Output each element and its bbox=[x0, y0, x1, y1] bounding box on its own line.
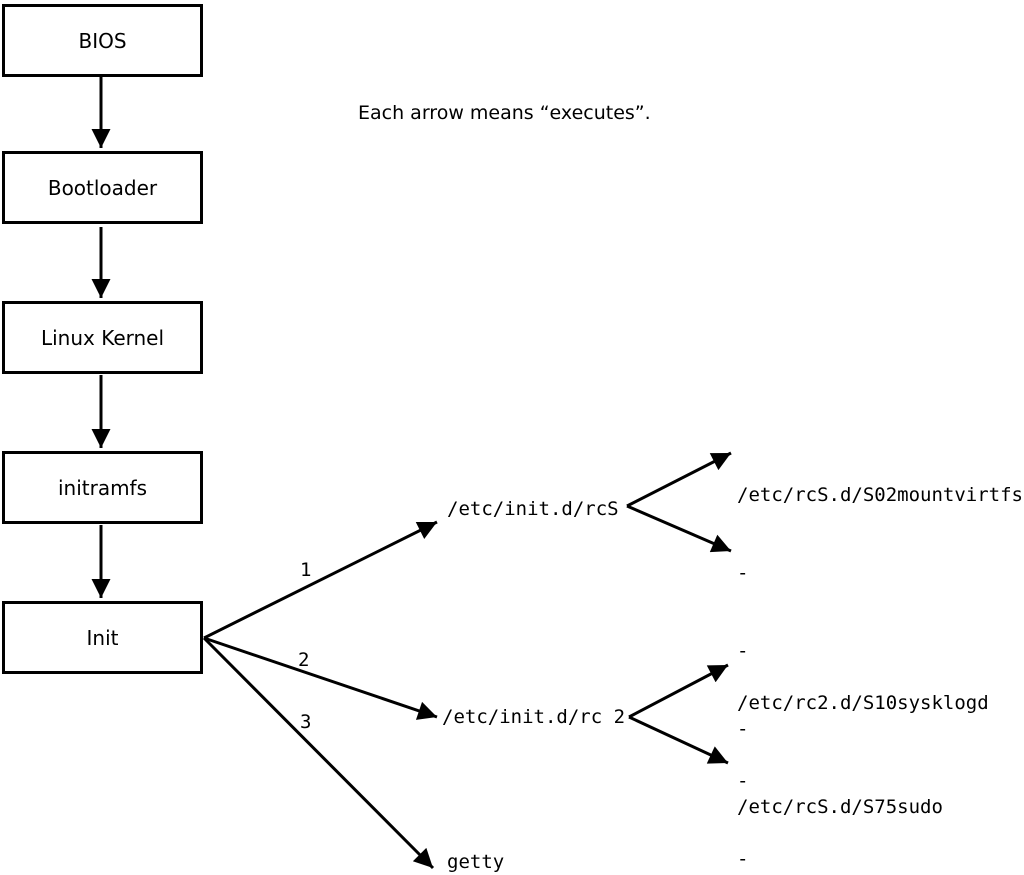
branch-target-rcs: /etc/init.d/rcS bbox=[447, 498, 619, 520]
flow-node-label: initramfs bbox=[57, 475, 148, 500]
arrow-init-to-getty bbox=[202, 636, 435, 870]
flow-node-bootloader: Bootloader bbox=[2, 151, 203, 224]
script-list-ellipsis: - bbox=[737, 848, 749, 870]
flow-node-label: Linux Kernel bbox=[40, 325, 165, 350]
flow-node-label: BIOS bbox=[78, 28, 127, 53]
arrow-init-to-rcs bbox=[203, 520, 438, 640]
rc2-script-list: /etc/rc2.d/S10sysklogd - - - /etc/rc2.d/… bbox=[737, 638, 989, 875]
branch-number-2: 2 bbox=[298, 649, 310, 671]
legend-note: Each arrow means “executes”. bbox=[358, 102, 651, 124]
flow-node-linux-kernel: Linux Kernel bbox=[2, 301, 203, 374]
flow-node-init: Init bbox=[2, 601, 203, 674]
branch-number-1: 1 bbox=[300, 559, 312, 581]
script-list-ellipsis: - bbox=[737, 562, 749, 584]
script-list-ellipsis: - bbox=[737, 640, 749, 662]
script-list-item: /etc/rcS.d/S75sudo bbox=[737, 796, 943, 818]
script-list-ellipsis: - bbox=[737, 770, 749, 792]
script-list-ellipsis: - bbox=[737, 718, 749, 740]
arrow-init-to-rc2 bbox=[203, 636, 438, 720]
branch-target-getty: getty bbox=[447, 851, 505, 873]
branch-number-3: 3 bbox=[300, 711, 312, 733]
arrow-rcs-to-s75sudo bbox=[626, 504, 732, 553]
branch-target-rc2: /etc/init.d/rc 2 bbox=[442, 706, 626, 728]
flow-node-label: Bootloader bbox=[47, 175, 158, 200]
arrow-rcs-to-s02mountvirtfs bbox=[626, 451, 732, 508]
script-list-item: /etc/rcS.d/S02mountvirtfs bbox=[737, 484, 1023, 506]
flow-node-bios: BIOS bbox=[2, 4, 203, 77]
arrow-rc2-to-s99gdm bbox=[628, 715, 729, 765]
script-list-item: /etc/rc2.d/S10sysklogd bbox=[737, 692, 989, 714]
rcs-script-list: /etc/rcS.d/S02mountvirtfs - - - /etc/rcS… bbox=[737, 430, 1023, 872]
flow-node-initramfs: initramfs bbox=[2, 451, 203, 524]
arrow-rc2-to-s10sysklogd bbox=[628, 663, 729, 719]
flow-node-label: Init bbox=[86, 625, 119, 650]
